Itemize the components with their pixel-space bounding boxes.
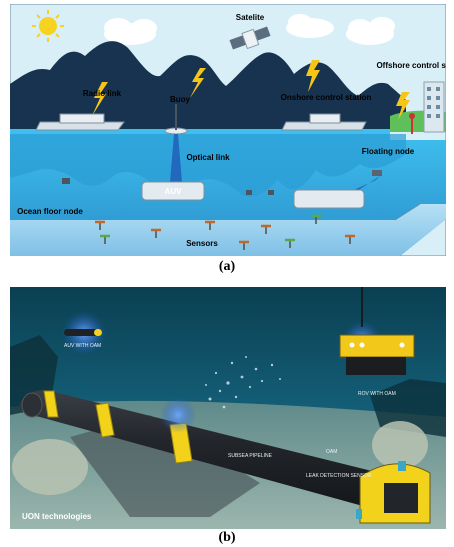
- leak-detection-sensor-icon: [356, 461, 431, 524]
- label-rov-with-oam: ROV WITH OAM: [358, 391, 396, 397]
- auv-icon: [64, 329, 102, 336]
- rov-icon: [339, 287, 415, 375]
- sun-icon: [32, 10, 64, 42]
- satellite-icon: [229, 26, 271, 50]
- auv-icon: [141, 181, 365, 209]
- label-sensors: Sensors: [186, 239, 218, 248]
- mountains: [10, 41, 406, 130]
- caption-b: (b): [218, 530, 236, 545]
- seabed: [10, 204, 446, 256]
- seabed-sensor-icon: [95, 214, 355, 250]
- cloud-icon: [104, 14, 395, 45]
- buoy-icon: [164, 104, 188, 135]
- pipeline-collar: [43, 390, 193, 464]
- label-auv-with-oam: AUV WITH OAM: [64, 343, 101, 349]
- label-radio-link: Radio link: [83, 89, 122, 98]
- floating-node-icon: [372, 170, 382, 176]
- offshore-station-building: [423, 81, 445, 133]
- sensor-node-icon: [62, 178, 274, 195]
- label-auv: AUV: [165, 187, 183, 196]
- label-radio-link-text: Radio link: [83, 89, 122, 98]
- label-satellite: Satelite: [236, 13, 265, 22]
- label-buoy: Buoy: [170, 95, 191, 104]
- ship-icon: [35, 113, 367, 131]
- caption-a: (a): [218, 259, 236, 274]
- label-subsea-pipeline: SUBSEA PIPELINE: [228, 453, 273, 459]
- label-leak-detection: LEAK DETECTION SENSOR: [306, 473, 372, 479]
- logo: UON technologies: [22, 512, 92, 521]
- label-ocean-floor-node: Ocean floor node: [17, 207, 83, 216]
- subsea-pipeline-illustration: AUV WITH OAM ROV WITH OAM SUBSEA PIPELIN…: [10, 287, 446, 529]
- lightning-icon: [92, 60, 410, 120]
- label-floating-node: Floating node: [362, 147, 415, 156]
- mountain-reflection: [10, 134, 406, 197]
- label-optical-link: Optical link: [186, 153, 230, 162]
- subsea-pipeline: [19, 390, 420, 519]
- leak-bubbles: [205, 356, 281, 409]
- oam-glow: [160, 397, 196, 433]
- antenna-tower-icon: [409, 113, 415, 134]
- rock-formation: [370, 379, 446, 437]
- label-offshore: Offshore control station: [376, 61, 446, 70]
- gravel-bed: [70, 415, 260, 517]
- coral-icon: [12, 421, 428, 495]
- ocean-network-diagram: Satelite Radio link Buoy Onshore control…: [10, 4, 446, 256]
- label-oam: OAM: [326, 449, 337, 455]
- label-onshore: Onshore control station: [281, 93, 372, 102]
